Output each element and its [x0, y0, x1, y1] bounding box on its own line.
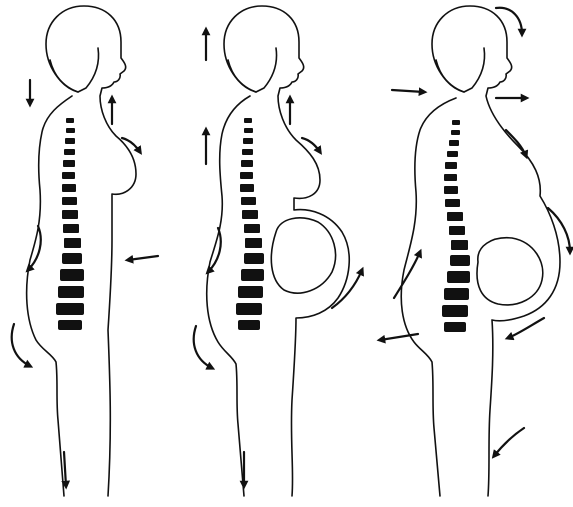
arrow-curve	[194, 326, 212, 368]
arrow-curve	[12, 324, 30, 366]
arrow-curve	[302, 138, 320, 152]
figure-panel-3	[380, 6, 570, 496]
spine-1	[56, 118, 84, 330]
body-outline-2	[224, 6, 349, 496]
arrows-3	[380, 8, 570, 456]
arrow-right	[392, 90, 424, 92]
hair-1	[50, 48, 99, 92]
arrows-1	[12, 80, 158, 486]
uterus-3	[477, 238, 543, 305]
body-outline-3	[432, 6, 560, 496]
arrow-left	[128, 256, 158, 260]
spine-2	[236, 118, 264, 330]
figure-panel-2	[194, 6, 362, 496]
arrow-curve	[508, 318, 544, 338]
arrow-curve	[494, 428, 524, 456]
spine-3	[442, 120, 470, 332]
hair-3	[436, 48, 485, 92]
arrow-curve	[496, 8, 522, 34]
hair-2	[228, 48, 277, 92]
uterus-2	[271, 218, 335, 293]
arrow-down	[64, 452, 66, 486]
figure-panel-1	[12, 6, 158, 496]
